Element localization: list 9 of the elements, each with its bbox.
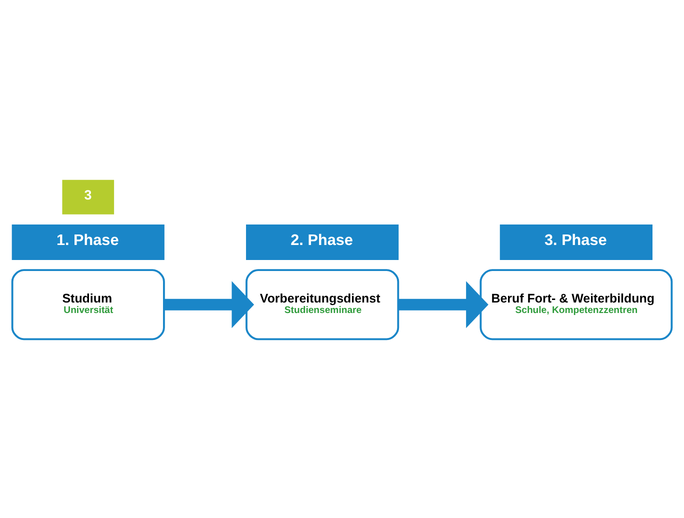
arrow <box>398 280 488 328</box>
node-box: Studium Universität <box>11 268 165 340</box>
node-box: 1. Phase <box>12 224 164 260</box>
node-box: 3. Phase <box>500 224 652 260</box>
node-box: Vorbereitungsdienst Studienseminare <box>246 268 400 340</box>
node-box: Beruf Fort- & Weiterbildung Schule, Kompetenzzentren <box>480 268 673 340</box>
node-box: 2. Phase <box>246 224 399 260</box>
label: 3 <box>84 187 92 202</box>
arrow <box>164 280 254 328</box>
